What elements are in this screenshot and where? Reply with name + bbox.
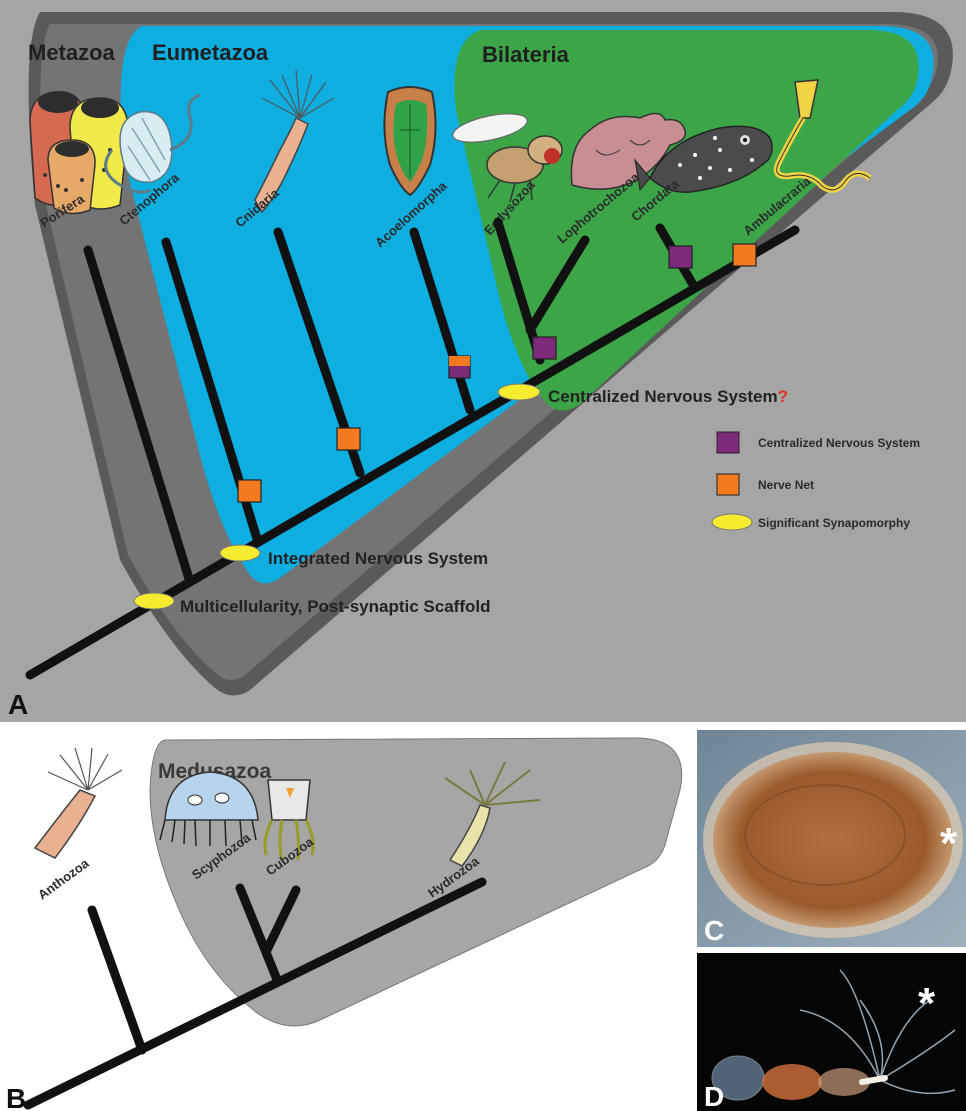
legend-nerve-net-label: Nerve Net xyxy=(758,478,814,492)
cns-marker-chordata xyxy=(669,246,692,268)
legend-synapomorphy-swatch xyxy=(712,514,752,530)
clade-label-metazoa: Metazoa xyxy=(28,40,116,65)
synapomorphy-label-multicellularity: Multicellularity, Post-synaptic Scaffold xyxy=(180,597,490,616)
panel-b: Medusazoa Anthozoa Scyphozoa Cubozoa Hyd… xyxy=(0,730,690,1111)
panel-a-letter: A xyxy=(8,689,28,720)
synapomorphy-integrated xyxy=(220,545,260,561)
nerve-net-marker-ambulacraria xyxy=(733,244,756,266)
panel-a: Metazoa Eumetazoa Bilateria xyxy=(0,0,966,722)
panel-b-letter: B xyxy=(6,1083,26,1111)
synapomorphy-label-integrated: Integrated Nervous System xyxy=(268,549,488,568)
mixed-marker-acoelomorpha-top xyxy=(449,356,470,366)
panel-cd-separator xyxy=(697,947,966,953)
panel-d-letter: D xyxy=(704,1081,724,1111)
legend-synapomorphy-label: Significant Synapomorphy xyxy=(758,516,910,530)
nerve-net-marker-cnidaria xyxy=(337,428,360,450)
centralized-label-text: Centralized Nervous System xyxy=(548,387,778,406)
larva-body xyxy=(713,752,953,928)
panel-c-letter: C xyxy=(704,915,724,946)
legend-cns-label: Centralized Nervous System xyxy=(758,436,920,450)
synapomorphy-multicellularity xyxy=(134,593,174,609)
legend-nerve-net-swatch xyxy=(717,474,739,495)
centralized-question-mark: ? xyxy=(778,387,788,406)
cns-marker-bilateria xyxy=(533,337,556,359)
legend-cns-swatch xyxy=(717,432,739,453)
clade-label-bilateria: Bilateria xyxy=(482,42,570,67)
synapomorphy-centralized xyxy=(498,384,540,400)
panel-d-asterisk: * xyxy=(918,979,936,1028)
panel-d: * D xyxy=(697,953,966,1111)
panel-separator xyxy=(0,722,966,730)
nerve-net-marker-ctenophora xyxy=(238,480,261,502)
panel-c: * C xyxy=(697,730,966,947)
synapomorphy-label-centralized: Centralized Nervous System? xyxy=(548,387,788,406)
panel-c-asterisk: * xyxy=(940,819,958,868)
clade-label-eumetazoa: Eumetazoa xyxy=(152,40,269,65)
